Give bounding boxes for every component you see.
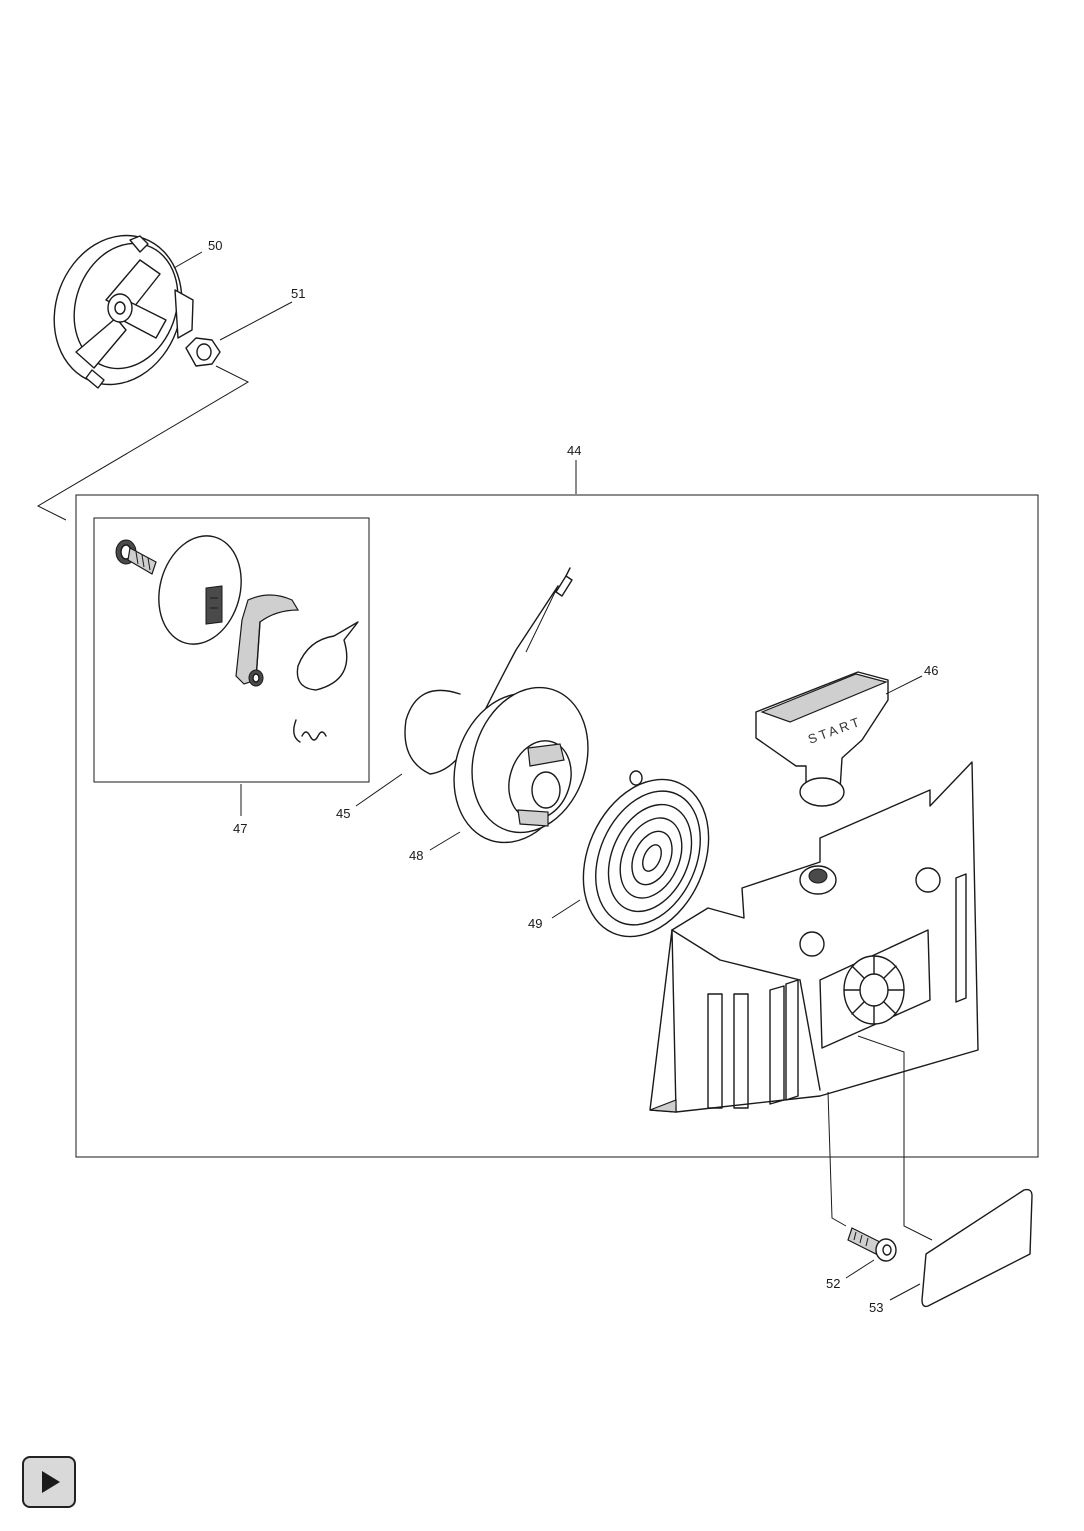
- leader-52: [845, 1259, 875, 1279]
- callout-47: 47: [233, 821, 247, 836]
- callout-44: 44: [567, 443, 581, 458]
- callout-50: 50: [208, 238, 222, 253]
- callout-45: 45: [336, 806, 350, 821]
- part-51-hex-nut: [185, 337, 221, 367]
- subkit-frame: [93, 517, 370, 783]
- leader-48: [429, 831, 461, 851]
- callout-51: 51: [291, 286, 305, 301]
- leader-45: [355, 773, 403, 807]
- part-50-pulley: [53, 234, 194, 389]
- part-46-starter-handle: START: [755, 671, 889, 807]
- part-48-rope-reel: [453, 686, 589, 844]
- callout-52: 52: [826, 1276, 840, 1291]
- assembly-frame: [75, 494, 1039, 1158]
- leader-50: [173, 251, 203, 269]
- leader-line-53: [857, 1035, 933, 1241]
- next-page-button[interactable]: [22, 1456, 76, 1508]
- part-47-ratchet-kit: [115, 535, 359, 743]
- leader-46: [885, 675, 923, 695]
- callout-48: 48: [409, 848, 423, 863]
- connector-line-51: [36, 365, 250, 521]
- part-53-label-plate: [921, 1188, 1033, 1308]
- part-44-starter-housing: [649, 761, 979, 1113]
- leader-53: [889, 1283, 921, 1301]
- callout-46: 46: [924, 663, 938, 678]
- play-icon: [42, 1471, 60, 1493]
- part-52-screw: [847, 1227, 897, 1262]
- leader-51: [219, 301, 293, 341]
- part-45-starter-rope: [404, 567, 573, 775]
- callout-53: 53: [869, 1300, 883, 1315]
- leader-line-52: [827, 1091, 847, 1227]
- leader-49: [551, 899, 581, 919]
- part-49-recoil-spring: [582, 770, 710, 938]
- callout-49: 49: [528, 916, 542, 931]
